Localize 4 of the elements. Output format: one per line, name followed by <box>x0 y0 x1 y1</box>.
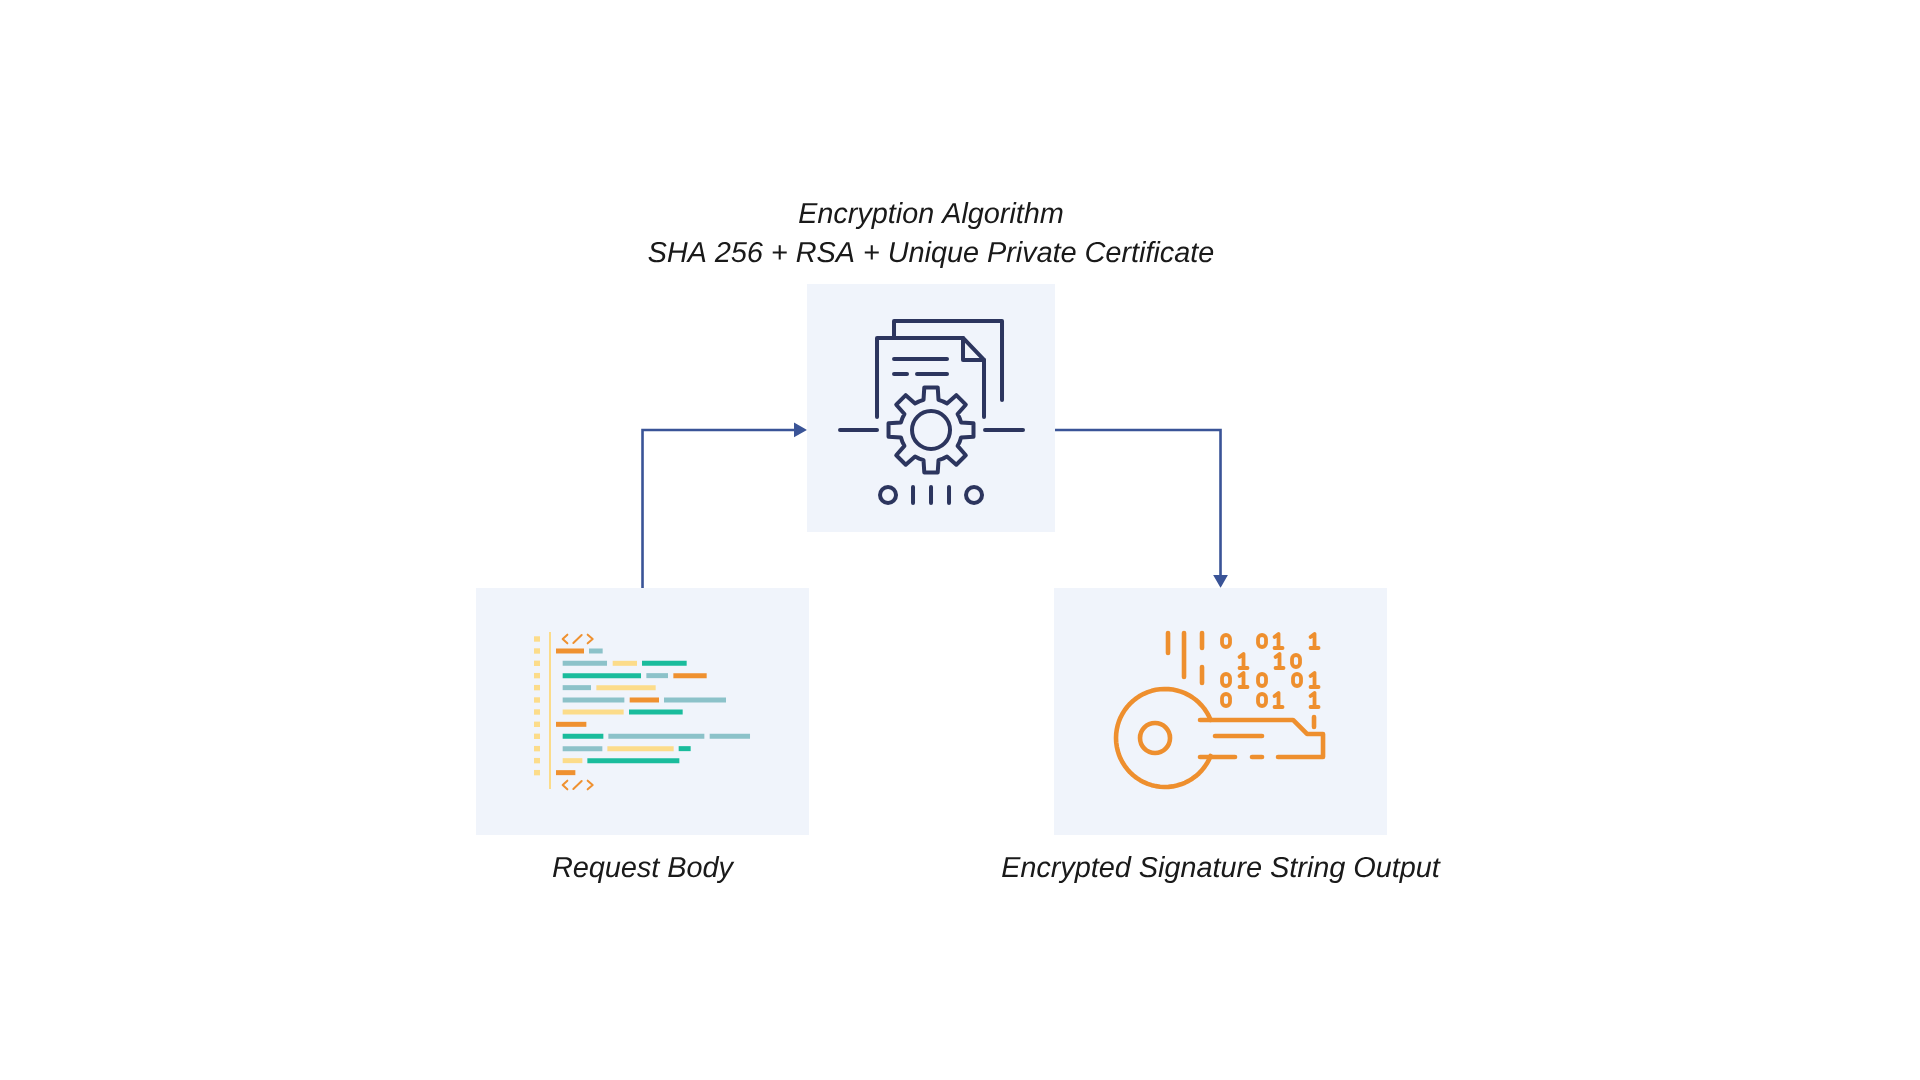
node-subtitle: SHA 256 + RSA + Unique Private Certificate <box>648 241 1214 268</box>
node-caption: Encrypted Signature String Output <box>1002 856 1441 883</box>
node-title: Encryption Algorithm <box>799 202 1063 229</box>
node-caption: Request Body <box>552 856 735 883</box>
